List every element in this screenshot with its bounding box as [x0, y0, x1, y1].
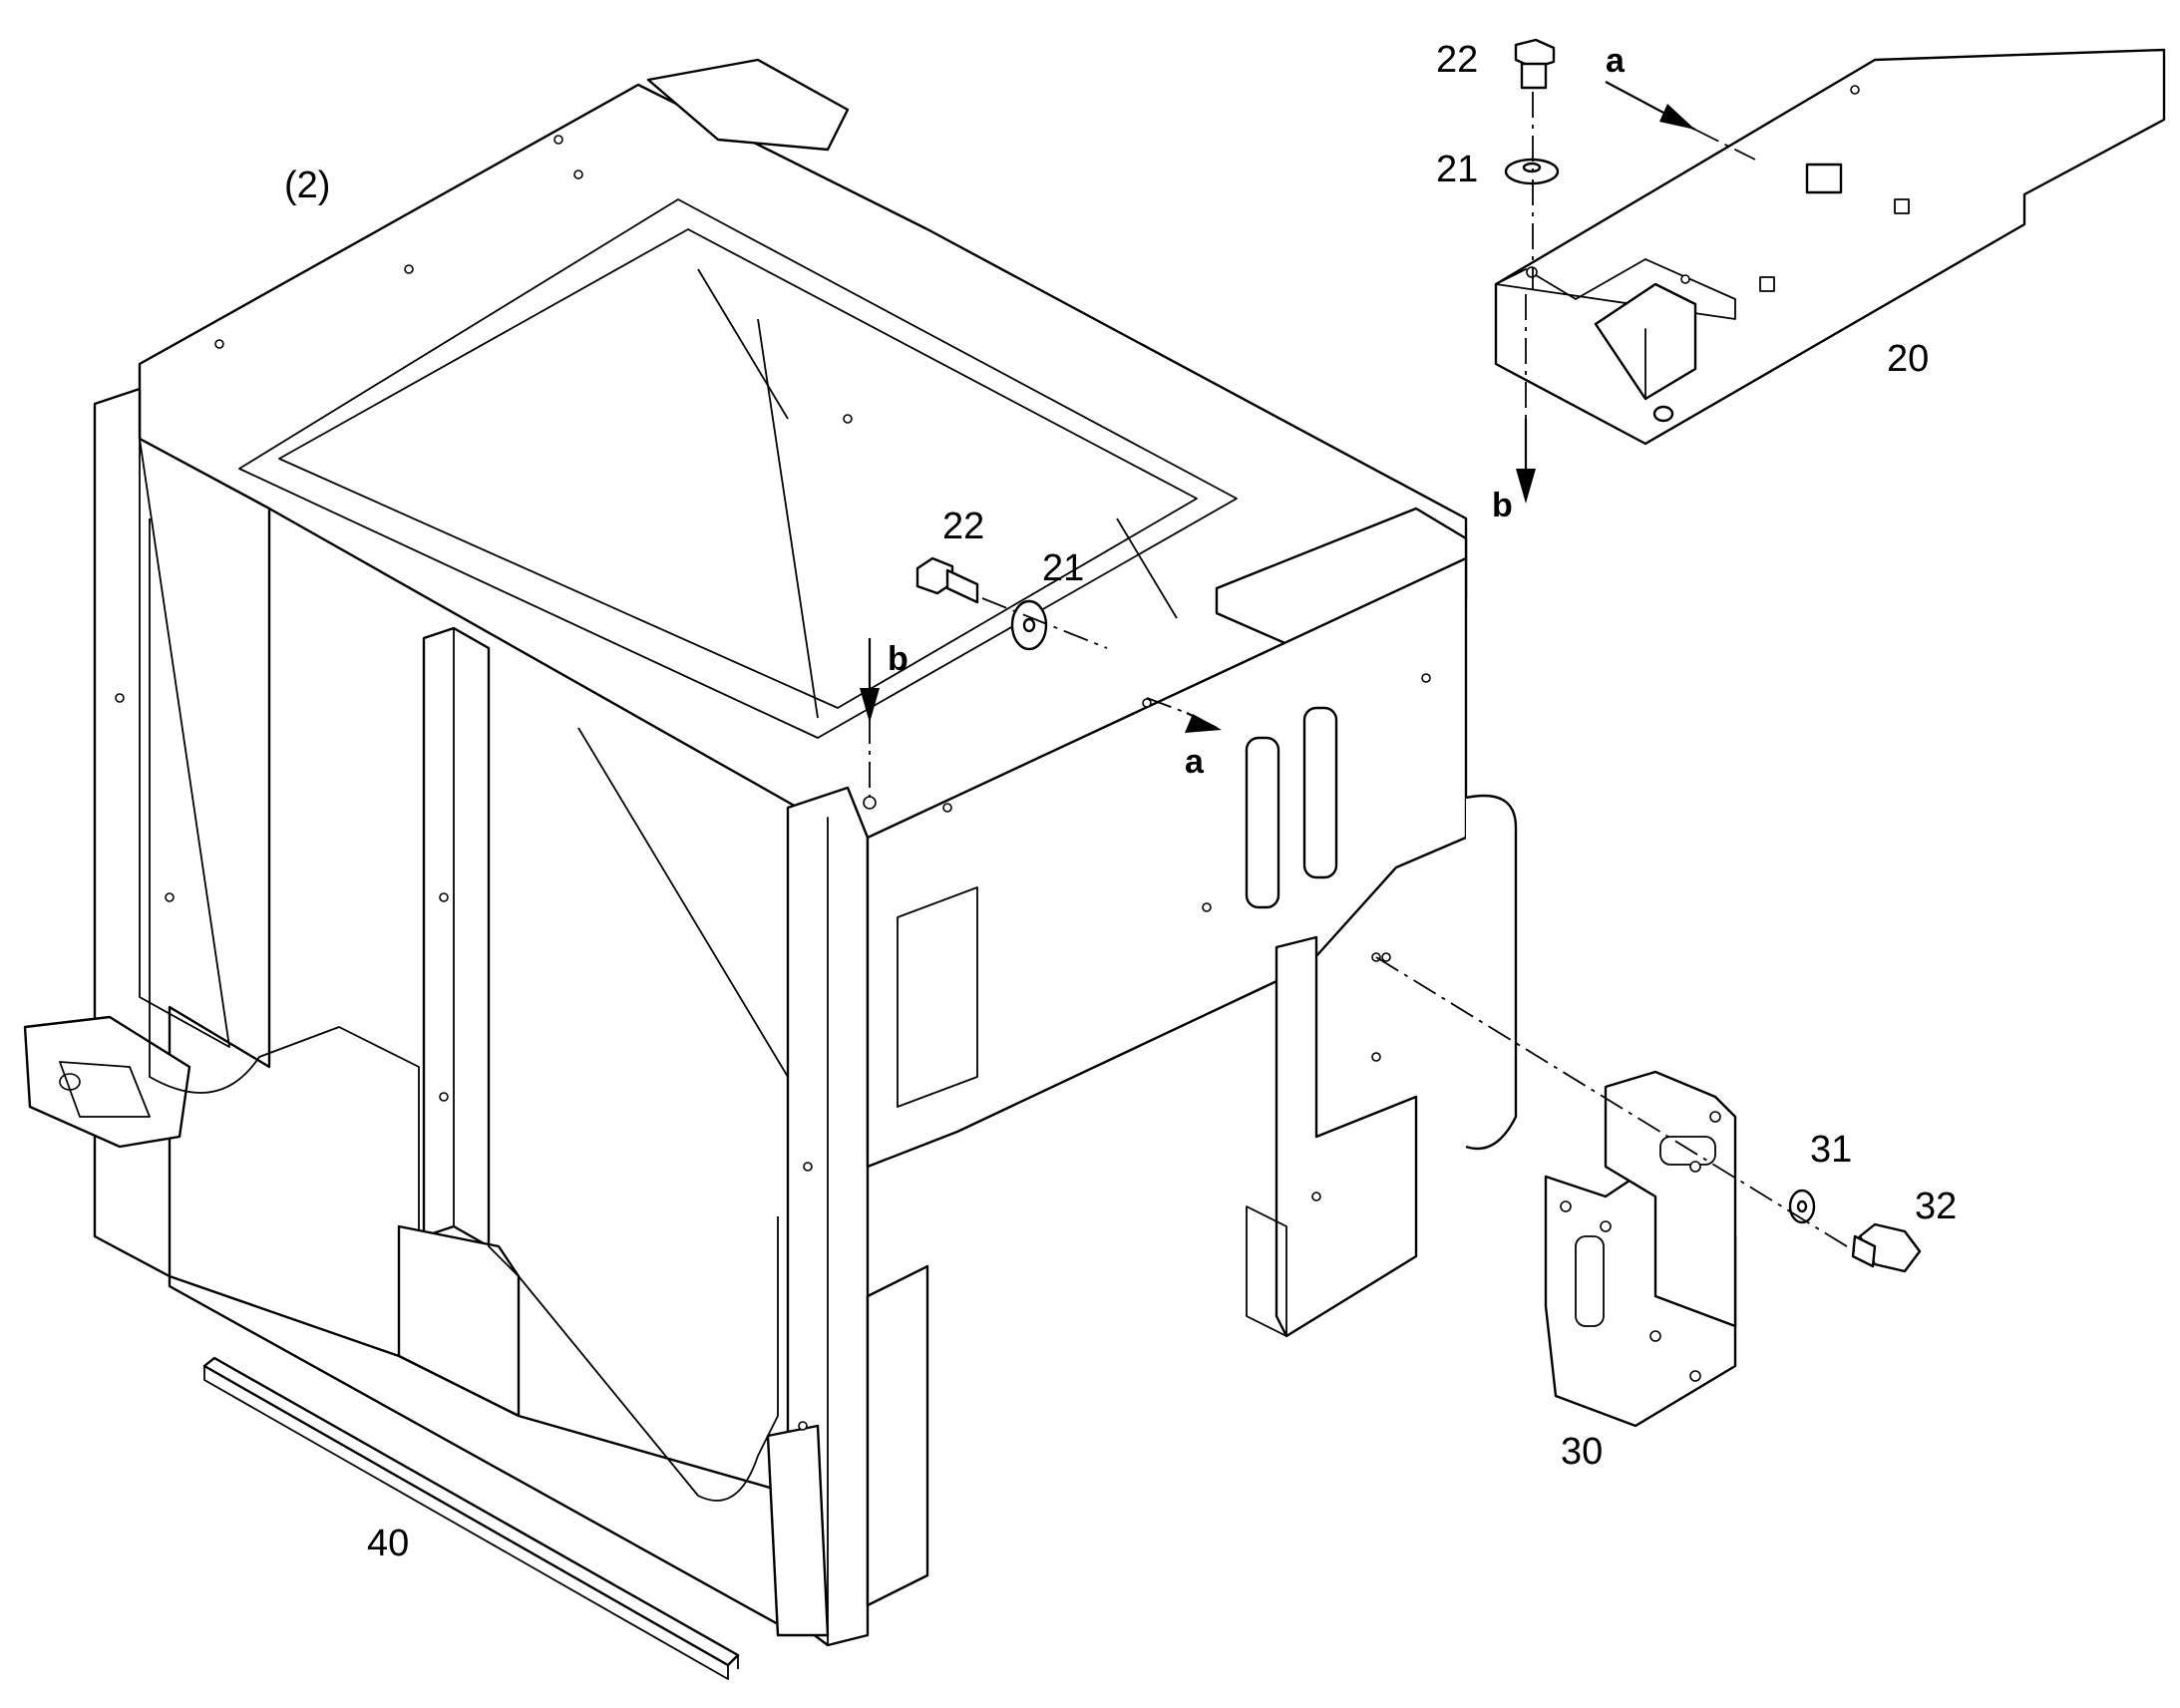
cover-plate-part — [1494, 48, 2166, 446]
connector-label-a-top: a — [1606, 42, 1626, 80]
connector-label-b-top: b — [1492, 487, 1513, 524]
connector-arrow-a-top — [1605, 81, 1756, 161]
bolt-icon — [915, 556, 979, 604]
connector-arrow-a-frame — [1146, 697, 1222, 733]
connector-arrow-b-frame — [860, 638, 880, 798]
callout-assembly: (2) — [284, 165, 330, 206]
callout-bracket: 30 — [1561, 1431, 1603, 1473]
callout-bolt-bracket: 32 — [1915, 1186, 1957, 1227]
connector-label-b-frame: b — [888, 640, 908, 678]
callout-bolt-mid: 22 — [942, 506, 984, 547]
callout-washer-top: 21 — [1436, 149, 1478, 190]
frame-holes — [115, 135, 1431, 1431]
washer-icon — [1788, 1189, 1816, 1224]
washer-icon — [1504, 158, 1560, 185]
seal-strip-part — [202, 1356, 740, 1680]
bolt-icon — [1851, 1222, 1922, 1273]
callout-cover-plate: 20 — [1887, 338, 1929, 380]
connector-arrow-b-top — [1516, 419, 1536, 504]
bolt-icon — [1514, 38, 1556, 90]
callout-bolt-top: 22 — [1436, 39, 1478, 81]
callout-washer-bracket: 31 — [1810, 1129, 1852, 1171]
connector-label-a-frame: a — [1185, 743, 1205, 781]
callout-seal-strip: 40 — [367, 1523, 409, 1564]
washer-icon — [1010, 599, 1048, 651]
callout-washer-mid: 21 — [1042, 547, 1084, 589]
cab-frame — [23, 58, 1518, 1647]
bracket-part — [1544, 1070, 1737, 1428]
